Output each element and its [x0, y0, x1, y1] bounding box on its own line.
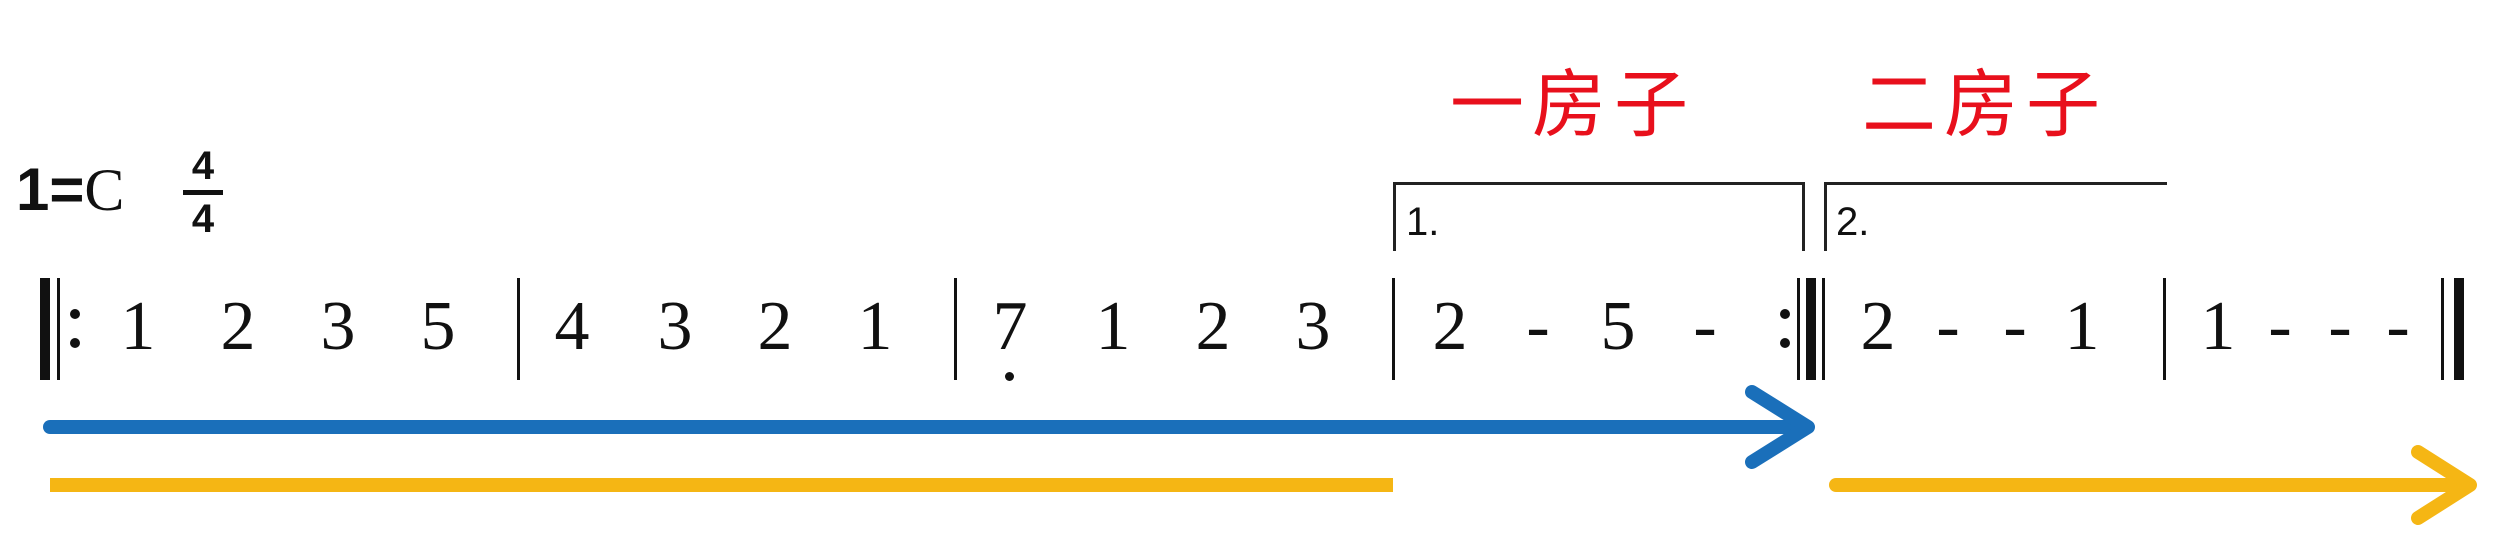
end-repeat-thick-barline — [1806, 278, 1816, 380]
first-pass-arrowhead — [1745, 385, 1815, 469]
dash: - — [2268, 288, 2292, 365]
note: 1 — [120, 288, 156, 365]
first-ending-number: 1. — [1406, 200, 1440, 244]
note: 1 — [2200, 288, 2236, 365]
end-repeat-dot-upper — [1780, 309, 1790, 319]
start-repeat-dot-upper — [70, 309, 80, 319]
second-ending-label: 二房子 — [1862, 62, 2108, 148]
second-pass-arrowhead — [2411, 445, 2477, 525]
note: 2 — [220, 288, 256, 365]
final-thin-barline — [2441, 278, 2444, 380]
note: 2 — [1860, 288, 1896, 365]
end-repeat-dot-lower — [1780, 338, 1790, 348]
note: 2 — [757, 288, 793, 365]
dash: - — [2003, 288, 2027, 365]
note: 5 — [1600, 288, 1636, 365]
key-signature: 1=C — [16, 157, 125, 223]
second-ending-bracket — [1824, 182, 2167, 251]
note: 2 — [1432, 288, 1468, 365]
dash: - — [1526, 288, 1550, 365]
dash: - — [1693, 288, 1717, 365]
barline — [517, 278, 520, 380]
note: 5 — [420, 288, 456, 365]
note: 3 — [1295, 288, 1331, 365]
time-signature-bottom: 4 — [191, 197, 215, 241]
first-pass-arrow-icon — [43, 385, 1815, 469]
end-repeat-thin-barline — [1797, 278, 1800, 380]
note: 7 — [992, 288, 1028, 365]
final-thick-barline — [2454, 278, 2464, 380]
time-signature: 4 4 — [183, 146, 223, 239]
start-repeat-thin-barline — [57, 278, 60, 380]
key-name: C — [84, 157, 125, 223]
second-pass-arrow-icon — [1829, 445, 2477, 525]
second-ending-start-barline — [1822, 278, 1825, 380]
note: 3 — [320, 288, 356, 365]
note: 1 — [857, 288, 893, 365]
first-ending-bracket — [1393, 182, 1805, 251]
key-equals-sign: = — [49, 156, 85, 223]
note: 2 — [1195, 288, 1231, 365]
note: 1 — [2064, 288, 2100, 365]
note: 3 — [657, 288, 693, 365]
time-signature-divider — [183, 190, 223, 195]
time-signature-top: 4 — [191, 144, 215, 188]
start-repeat-thick-barline — [40, 278, 50, 380]
dash: - — [1936, 288, 1960, 365]
start-repeat-dot-lower — [70, 338, 80, 348]
barline — [2163, 278, 2166, 380]
dash: - — [2386, 288, 2410, 365]
barline — [1392, 278, 1395, 380]
key-tonic-number: 1 — [16, 156, 50, 223]
first-ending-label: 一房子 — [1450, 62, 1696, 148]
note: 1 — [1095, 288, 1131, 365]
barline — [954, 278, 957, 380]
dash: - — [2328, 288, 2352, 365]
low-octave-dot — [1005, 372, 1014, 381]
second-ending-number: 2. — [1836, 200, 1870, 244]
note: 4 — [554, 288, 590, 365]
